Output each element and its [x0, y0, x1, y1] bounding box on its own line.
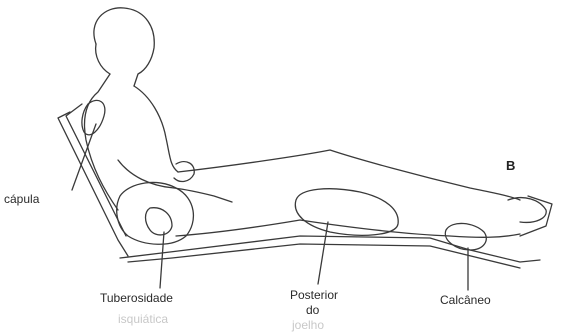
chest-contour — [134, 86, 178, 172]
label-ischial-tuberosity-line1: Tuberosidade — [100, 292, 173, 305]
label-scapula: cápula — [4, 193, 39, 206]
foot — [508, 198, 546, 223]
leg-top — [178, 150, 520, 200]
knee-cushion — [295, 189, 398, 236]
panel-letter: B — [506, 158, 515, 173]
leader-knee — [318, 222, 328, 284]
arm — [118, 160, 232, 202]
ischial-bone — [146, 208, 173, 235]
leader-ischial — [160, 232, 164, 288]
label-heel: Calcâneo — [440, 294, 491, 307]
label-posterior-line1: Posterior — [290, 289, 338, 302]
label-ischial-tuberosity-line2: isquiática — [118, 313, 168, 326]
face — [96, 44, 110, 74]
label-posterior-line3: joelho — [292, 319, 324, 332]
head-outline — [94, 8, 154, 86]
foot-rest — [520, 196, 552, 236]
label-posterior-line2: do — [306, 304, 319, 317]
